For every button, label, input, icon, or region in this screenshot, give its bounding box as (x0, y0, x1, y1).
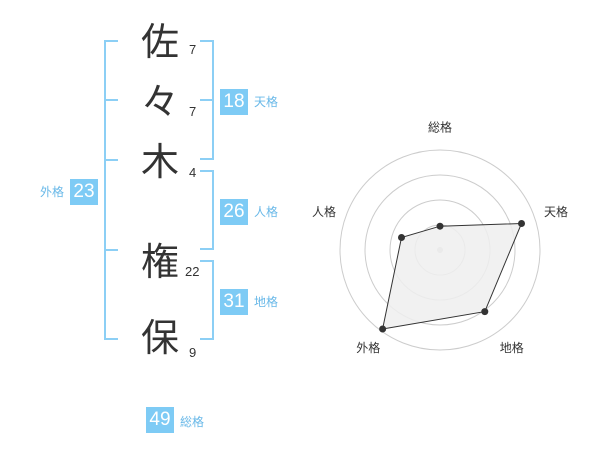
jinkaku-value: 26 (220, 199, 248, 225)
name-char-3: 木 (140, 140, 179, 184)
soukaku-label: 総格 (180, 415, 205, 429)
tenkaku-value: 18 (220, 89, 248, 115)
radar-ring-4 (339, 149, 541, 351)
gaikaku-bracket-tick-3 (104, 249, 118, 251)
radar-axis-label-5: 人格 (312, 204, 336, 219)
chikaku-value: 31 (220, 289, 248, 315)
gaikaku-bracket (104, 40, 118, 340)
gaikaku-bracket-tick-1 (104, 99, 118, 101)
radar-axis-label-1: 総格 (428, 120, 452, 135)
jinkaku-bracket (200, 170, 214, 250)
soukaku-value: 49 (146, 407, 174, 433)
radar-point-1 (436, 222, 444, 230)
stroke-count-4: 22 (185, 264, 200, 279)
tenkaku-bracket-tick (200, 99, 214, 101)
gaikaku-label: 外格 (40, 185, 65, 199)
radar-point-2 (518, 220, 526, 228)
stroke-count-3: 4 (189, 165, 197, 180)
stroke-count-1: 7 (189, 42, 197, 57)
stroke-count-5: 9 (189, 345, 197, 360)
name-char-1: 佐 (140, 20, 179, 64)
gaikaku-bracket-tick-2 (104, 159, 118, 161)
tenkaku-label: 天格 (254, 95, 279, 109)
radar-point-3 (481, 308, 489, 316)
jinkaku-label: 人格 (254, 205, 279, 219)
chikaku-bracket (200, 260, 214, 340)
radar-axis-label-4: 外格 (356, 340, 380, 355)
name-char-4: 権 (140, 240, 179, 284)
radar-axis-label-3: 地格 (500, 340, 524, 355)
radar-point-5 (398, 233, 406, 241)
radar-data-polygon (381, 222, 523, 330)
radar-ring-3 (364, 174, 516, 326)
chikaku-label: 地格 (254, 295, 279, 309)
name-char-5: 保 (140, 316, 179, 360)
gaikaku-value: 23 (70, 179, 98, 205)
radar-point-4 (379, 325, 387, 333)
radar-axis-label-2: 天格 (544, 204, 568, 219)
radar-data-points (379, 220, 526, 333)
stroke-count-2: 7 (189, 104, 197, 119)
name-char-2: 々 (140, 80, 179, 124)
